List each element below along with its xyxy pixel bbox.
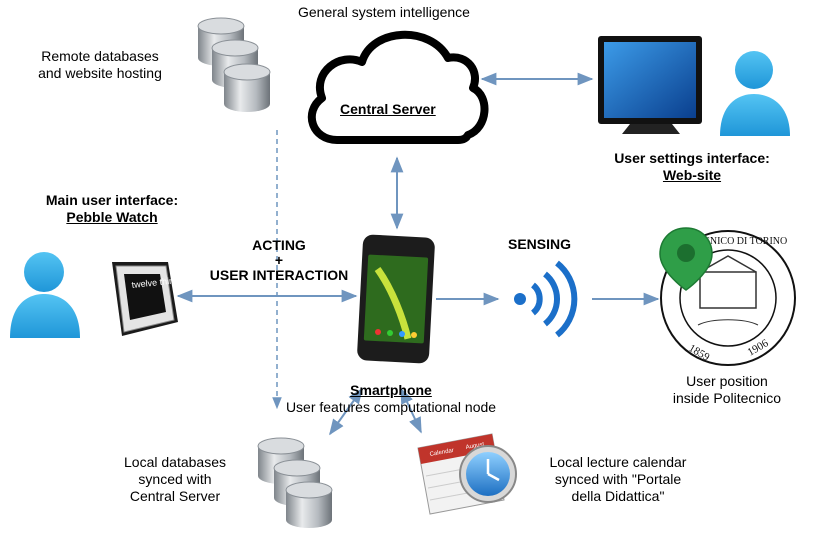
seal-title-text: POLITECNICO DI TORINO (669, 236, 788, 247)
local-db-label: Local databases synced with Central Serv… (102, 454, 248, 505)
calendar-label-line2: synced with "Portale (554, 471, 682, 487)
user-position-label-line2: inside Politecnico (672, 390, 782, 406)
general-intelligence-label: General system intelligence (298, 4, 470, 20)
monitor-icon (598, 36, 702, 134)
user-position-label: User position inside Politecnico (652, 373, 802, 407)
smartphone-label-title: Smartphone (350, 382, 432, 398)
arrow-phone-calendar (400, 387, 422, 434)
local-db-label-line3: Central Server (129, 488, 221, 504)
main-ui-label-line1: Main user interface: (45, 192, 179, 208)
local-db-label-line2: synced with (138, 471, 212, 487)
remote-db-label-line1: Remote databases (41, 48, 159, 64)
calendar-label-line1: Local lecture calendar (549, 454, 687, 470)
calendar-label: Local lecture calendar synced with "Port… (530, 454, 706, 505)
acting-label-line2: + (274, 252, 284, 268)
smartphone-label-sub: User features computational node (285, 399, 497, 415)
arrow-phone-local-db (329, 387, 363, 436)
remote-database-icon (197, 17, 271, 112)
acting-label-line1: ACTING (252, 237, 306, 253)
local-database-icon (257, 437, 333, 528)
remote-db-label-line2: and website hosting (38, 65, 162, 81)
remote-db-label: Remote databases and website hosting (20, 48, 180, 82)
user-settings-label-line2: Web-site (662, 167, 722, 183)
map-pin-icon (659, 227, 713, 291)
user-left-icon (10, 252, 80, 338)
cloud-icon (307, 30, 489, 144)
user-settings-label: User settings interface: Web-site (596, 150, 788, 184)
calendar-header-left: Calendar (429, 448, 454, 458)
sensing-label: SENSING (508, 236, 572, 252)
smartphone-label: Smartphone User features computational n… (266, 382, 516, 416)
calendar-header-right: August (465, 442, 485, 451)
smartphone-icon (357, 234, 435, 364)
central-server-label: Central Server (340, 101, 436, 117)
acting-label: ACTING + USER INTERACTION (196, 237, 362, 284)
main-ui-label-line2: Pebble Watch (66, 209, 158, 225)
main-ui-label: Main user interface: Pebble Watch (22, 192, 202, 226)
calendar-clock-icon: Calendar August (417, 433, 517, 515)
pebble-watch-icon: twelve thirty five (112, 262, 196, 336)
calendar-label-line3: della Didattica" (571, 488, 665, 504)
user-position-label-line1: User position (686, 373, 768, 389)
signal-waves-icon (514, 260, 578, 338)
acting-label-line3: USER INTERACTION (209, 267, 349, 283)
local-db-label-line1: Local databases (124, 454, 226, 470)
connectors (176, 72, 660, 436)
user-settings-label-line1: User settings interface: (614, 150, 770, 166)
user-right-icon (720, 51, 790, 136)
